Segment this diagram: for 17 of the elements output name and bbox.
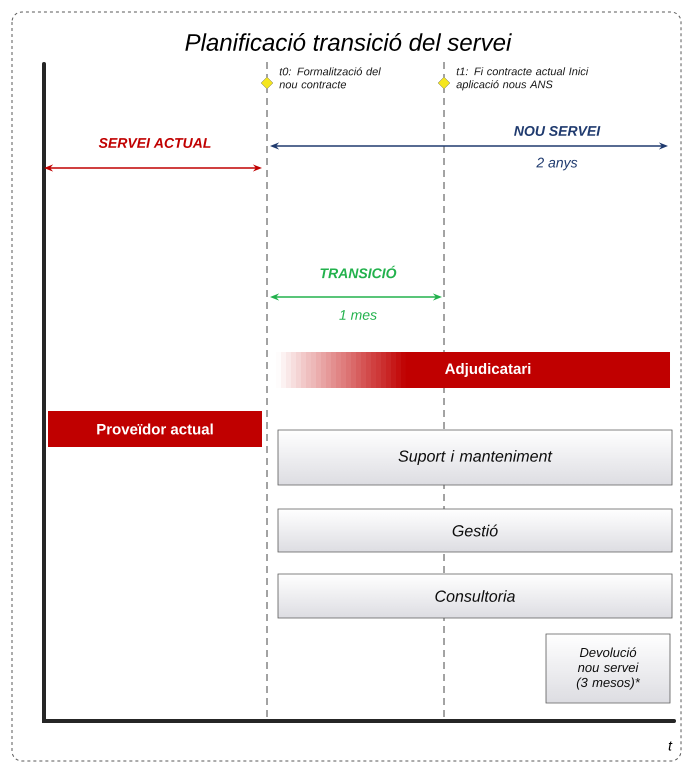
milestone-note: t1: Fi contracte actual Inici aplicació nous ANS <box>456 67 588 90</box>
milestone-diamond <box>260 76 274 90</box>
period-label: 2 anys <box>536 158 578 170</box>
activity-box: Consultoria <box>278 574 672 618</box>
activity-box: Gestió <box>278 508 672 552</box>
role-bar: Adjudicatari <box>276 352 670 388</box>
period-label: TRANSICIÓ <box>320 266 396 278</box>
period-label: SERVEI ACTUAL <box>98 138 211 148</box>
period-label: NOU SERVEI <box>514 126 600 136</box>
activity-box: Devolució nou servei (3 mesos)* <box>546 634 670 704</box>
milestone-note: t0: Formalització del nou contracte <box>279 67 381 88</box>
milestone-diamond <box>438 76 450 90</box>
role-bar: Proveïdor actual <box>48 411 262 447</box>
title: Planificació transició del servei <box>185 33 512 51</box>
period-label: 1 mes <box>339 310 377 320</box>
axis-label: t <box>668 741 672 751</box>
activity-box: Suport i manteniment <box>278 430 672 486</box>
